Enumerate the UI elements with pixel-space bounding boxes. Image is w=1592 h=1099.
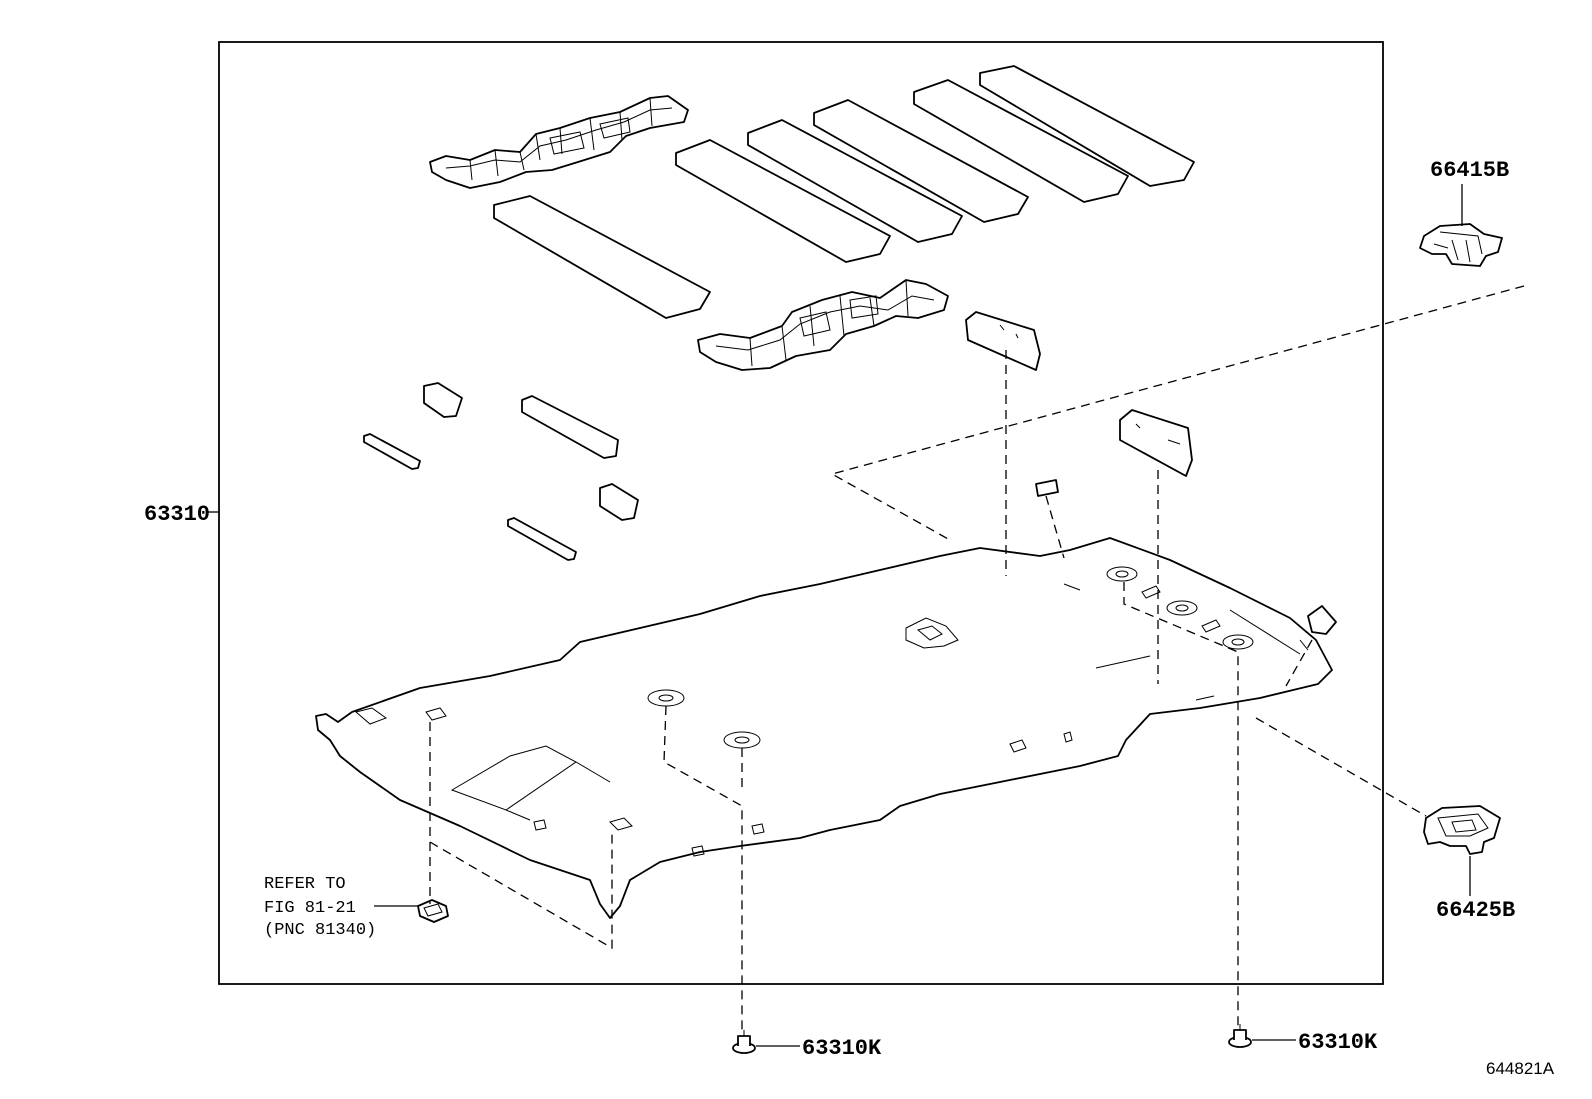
absorber-pad-4 <box>813 99 1029 223</box>
assembly-lines <box>429 285 1525 1030</box>
side-pad-upper <box>965 311 1041 371</box>
label-upper-bracket: 66415B <box>1430 158 1509 183</box>
label-lower-bracket: 66425B <box>1436 898 1515 923</box>
roof-reinforcement-front <box>697 279 949 371</box>
clip-63310k-left <box>732 1030 756 1054</box>
side-pad-lower <box>1119 409 1193 477</box>
clip-hole-3 <box>1106 566 1138 582</box>
thin-strip-2 <box>507 517 577 561</box>
leader-lines <box>206 184 1471 1047</box>
small-tag <box>1035 479 1059 497</box>
absorber-pads <box>493 65 1195 319</box>
absorber-pad-5 <box>913 79 1129 203</box>
map-light-clip <box>417 899 449 923</box>
clip-63310k-right <box>1228 1024 1252 1048</box>
absorber-pad-6 <box>979 65 1195 187</box>
reference-note-line3: (PNC 81340) <box>264 921 376 940</box>
small-pad-3 <box>599 483 639 521</box>
absorber-pad-2 <box>675 139 891 263</box>
small-tag-right <box>1307 605 1337 635</box>
small-pads <box>363 382 639 561</box>
roof-headliner <box>315 537 1333 919</box>
reference-note-line1: REFER TO <box>264 875 346 894</box>
absorber-pad-1 <box>493 195 711 319</box>
clip-hole-5 <box>1222 634 1254 650</box>
reference-note-line2: FIG 81-21 <box>264 899 356 918</box>
diagram-id: 644821A <box>1486 1059 1555 1078</box>
label-clip-left: 63310K <box>802 1036 882 1061</box>
side-pads <box>965 311 1337 635</box>
label-headliner: 63310 <box>144 502 210 527</box>
thin-strip-1 <box>363 433 421 470</box>
absorber-pad-3 <box>747 119 963 243</box>
bracket-66415b <box>1419 223 1503 267</box>
clip-hole-4 <box>1166 600 1198 616</box>
bracket-66425b <box>1423 805 1501 855</box>
diagram-frame <box>218 41 1384 985</box>
roof-reinforcement-rear <box>429 95 689 189</box>
small-pad-2 <box>521 395 619 459</box>
small-pad-1 <box>423 382 463 418</box>
label-clip-right: 63310K <box>1298 1030 1378 1055</box>
